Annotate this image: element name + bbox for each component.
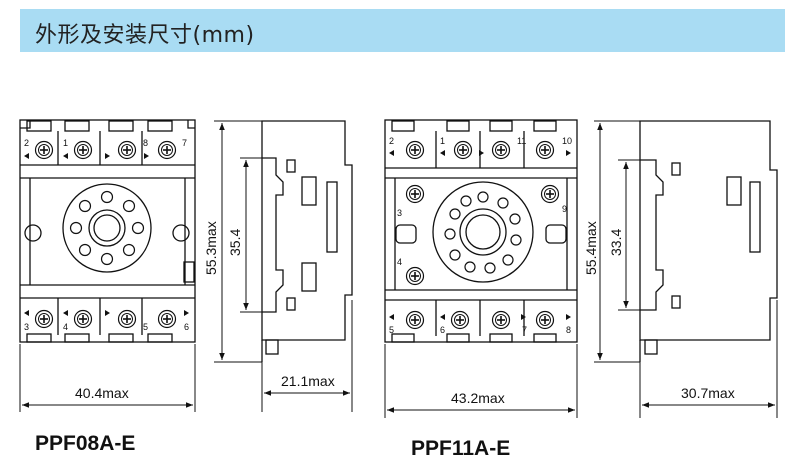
ppf08-side-view bbox=[261, 120, 353, 362]
ppf11-pin-11: 11 bbox=[517, 136, 526, 146]
ppf11-pin-5: 5 bbox=[389, 325, 394, 335]
ppf08-pin-3: 3 bbox=[24, 322, 29, 332]
ppf08-pin-8: 8 bbox=[143, 138, 148, 148]
ppf08-width-dimension bbox=[19, 344, 196, 412]
ppf11-depth-dimension bbox=[639, 300, 778, 418]
ppf11-pin-3: 3 bbox=[397, 208, 402, 218]
ppf08-height-dimensions bbox=[214, 120, 268, 363]
ppf11-width-dimension bbox=[384, 344, 578, 418]
ppf08-model-name: PPF08A-E bbox=[35, 432, 135, 455]
header-bar: 外形及安装尺寸(mm) bbox=[20, 9, 785, 52]
ppf11-pin-10: 10 bbox=[562, 136, 572, 146]
ppf08-pin-4: 4 bbox=[63, 322, 68, 332]
ppf08-depth-label: 21.1max bbox=[281, 373, 335, 389]
ppf08-pin-7: 7 bbox=[182, 138, 187, 148]
ppf08-height-label: 55.3max bbox=[203, 221, 219, 275]
ppf11-pin-9: 9 bbox=[562, 204, 567, 214]
ppf11-pin-8: 8 bbox=[566, 325, 571, 335]
ppf11-pin-7: 7 bbox=[522, 325, 527, 335]
ppf08-inner-label: 35.4 bbox=[227, 229, 243, 256]
ppf08-pin-arrows bbox=[24, 153, 189, 316]
ppf11-front-view bbox=[384, 119, 578, 343]
ppf11-socket-holes bbox=[444, 191, 522, 274]
ppf11-width-label: 43.2max bbox=[451, 390, 505, 406]
ppf08-pin-5: 5 bbox=[143, 322, 148, 332]
ppf08-pin-1: 1 bbox=[63, 138, 68, 148]
ppf08-width-label: 40.4max bbox=[75, 385, 129, 401]
ppf11-pin-2: 2 bbox=[389, 136, 394, 146]
ppf08-socket-holes bbox=[69, 190, 145, 266]
ppf08-front-view bbox=[19, 119, 196, 343]
ppf11-side-view bbox=[639, 120, 778, 362]
ppf11-height-label: 55.4max bbox=[583, 221, 599, 275]
ppf11-model-name: PPF11A-E bbox=[411, 437, 510, 460]
ppf11-inner-label: 33.4 bbox=[608, 229, 624, 256]
ppf11-pin-6: 6 bbox=[440, 325, 445, 335]
ppf08-pin-6: 6 bbox=[184, 322, 189, 332]
ppf08-pin-2: 2 bbox=[24, 138, 29, 148]
ppf11-pin-1: 1 bbox=[440, 136, 445, 146]
ppf11-height-dimensions bbox=[594, 120, 650, 363]
page-title: 外形及安装尺寸(mm) bbox=[35, 23, 255, 48]
ppf08-screws bbox=[34, 140, 177, 329]
ppf08-depth-dimension bbox=[261, 300, 353, 412]
ppf11-pin-4: 4 bbox=[397, 257, 402, 267]
ppf11-pin-arrows bbox=[389, 150, 571, 320]
ppf11-depth-label: 30.7max bbox=[681, 385, 735, 401]
